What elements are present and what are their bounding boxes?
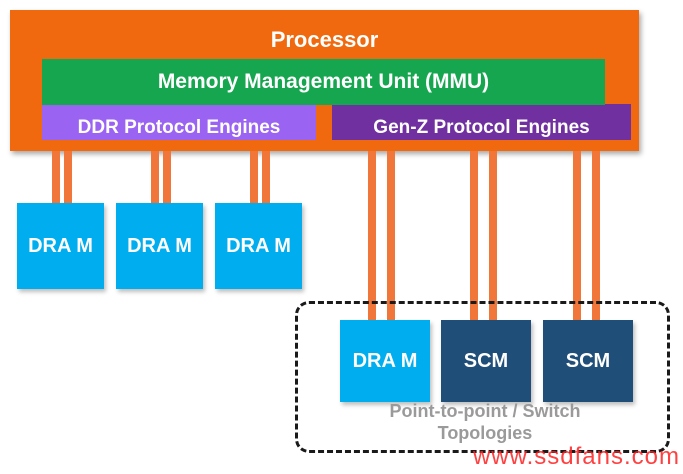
genz-protocol-engines: Gen-Z Protocol Engines xyxy=(332,104,631,140)
genz-link xyxy=(489,151,497,321)
ddr-link xyxy=(250,151,258,203)
dram-module: DRA M xyxy=(340,320,430,402)
topology-group xyxy=(295,301,670,453)
genz-link xyxy=(387,151,395,321)
dram-module: DRA M xyxy=(215,203,302,289)
scm-module: SCM xyxy=(441,320,531,402)
dram-module: DRA M xyxy=(17,203,104,289)
ddr-link xyxy=(151,151,159,203)
genz-link xyxy=(573,151,581,321)
ddr-link xyxy=(52,151,60,203)
genz-link xyxy=(368,151,376,321)
watermark: www.ssdfans.com xyxy=(472,443,680,470)
ddr-link xyxy=(262,151,270,203)
genz-link xyxy=(470,151,478,321)
scm-module: SCM xyxy=(543,320,633,402)
ddr-link xyxy=(163,151,171,203)
dram-module: DRA M xyxy=(116,203,203,289)
mmu-block: Memory Management Unit (MMU) xyxy=(42,59,605,105)
topology-label: Point-to-point / Switch Topologies xyxy=(389,401,581,443)
ddr-protocol-engines: DDR Protocol Engines xyxy=(42,104,316,140)
genz-link xyxy=(592,151,600,321)
ddr-link xyxy=(64,151,72,203)
processor-label: Processor xyxy=(270,27,379,52)
